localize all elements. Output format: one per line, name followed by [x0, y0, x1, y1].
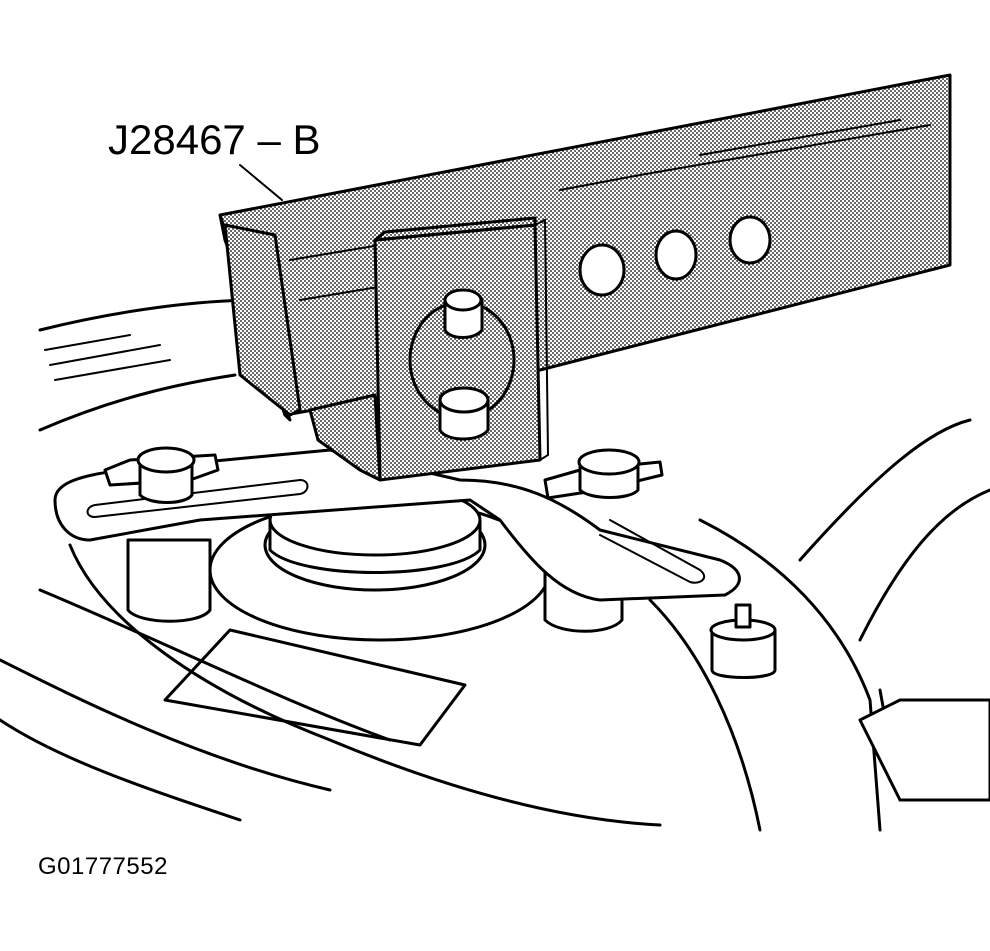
compressor-beam: [218, 73, 952, 422]
fender-label-plate: [163, 628, 467, 747]
callout-leader-line: [239, 164, 283, 201]
figure-number: G01777552: [38, 853, 168, 880]
mount-stud-icon: [709, 603, 777, 679]
retaining-pin-icon: [408, 288, 516, 441]
wing-knob-right-icon: [543, 448, 664, 500]
tool-label: J28467 – B: [108, 116, 321, 163]
wing-knob-left-icon: [103, 446, 220, 504]
strut-mount: [208, 483, 552, 642]
vehicle-body-lines: [0, 298, 990, 832]
beam-bracket: [308, 216, 550, 482]
